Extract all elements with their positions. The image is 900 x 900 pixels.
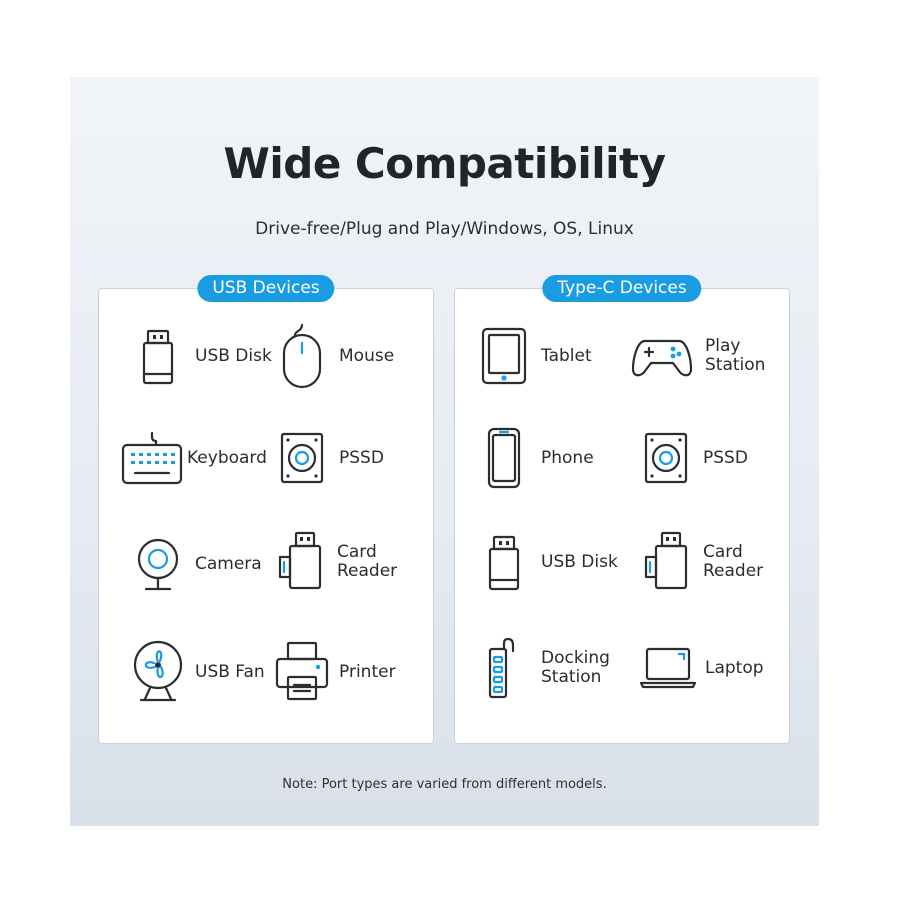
keyboard-icon: [121, 425, 183, 491]
card-reader-icon: [635, 529, 697, 595]
mouse-icon: [271, 323, 333, 389]
device-item-usb-fan: USB Fan: [127, 639, 265, 705]
device-label: PSSD: [339, 447, 384, 468]
device-item-phone: Phone: [473, 425, 594, 491]
device-label: Printer: [339, 661, 396, 682]
device-label: Phone: [541, 447, 594, 468]
printer-icon: [271, 639, 333, 705]
device-label: Camera: [195, 553, 262, 574]
device-label: Card Reader: [337, 542, 398, 581]
device-item-docking-station: Docking Station: [473, 635, 610, 701]
phone-icon: [473, 425, 535, 491]
device-item-pssd: PSSD: [271, 425, 384, 491]
device-item-mouse: Mouse: [271, 323, 394, 389]
device-label: Laptop: [705, 657, 764, 678]
device-item-usb-disk: USB Disk: [473, 529, 618, 595]
device-label: Docking Station: [541, 648, 610, 687]
fan-icon: [127, 639, 189, 705]
pssd-icon: [635, 425, 697, 491]
typec-devices-panel: Type-C Devices Tablet Play Station Phone…: [454, 275, 790, 744]
typec-devices-heading: Type-C Devices: [542, 275, 702, 302]
device-label: Tablet: [541, 345, 592, 366]
page-title: Wide Compatibility: [223, 139, 666, 188]
device-item-card-reader: Card Reader: [635, 529, 763, 595]
device-item-play-station: Play Station: [631, 323, 765, 389]
device-item-printer: Printer: [271, 639, 396, 705]
page-subtitle: Drive-free/Plug and Play/Windows, OS, Li…: [255, 219, 634, 239]
device-item-usb-disk: USB Disk: [127, 323, 272, 389]
device-label: Keyboard: [187, 447, 267, 468]
card-reader-icon: [269, 529, 331, 595]
device-item-pssd: PSSD: [635, 425, 748, 491]
device-item-tablet: Tablet: [473, 323, 592, 389]
device-item-keyboard: Keyboard: [121, 425, 267, 491]
gamepad-icon: [631, 323, 693, 389]
device-item-laptop: Laptop: [637, 635, 764, 701]
page-canvas: Wide Compatibility Drive-free/Plug and P…: [70, 77, 819, 826]
device-label: Play Station: [705, 336, 766, 375]
device-label: Card Reader: [703, 542, 764, 581]
device-item-card-reader: Card Reader: [269, 529, 397, 595]
usb-disk-icon: [127, 323, 189, 389]
tablet-icon: [473, 323, 535, 389]
device-label: Mouse: [339, 345, 395, 366]
device-label: USB Disk: [541, 551, 618, 572]
docking-station-icon: [473, 635, 535, 701]
usb-devices-panel: USB Devices USB Disk Mouse Keyboard PSSD…: [98, 275, 434, 744]
usb-devices-heading: USB Devices: [197, 275, 335, 302]
device-label: PSSD: [703, 447, 748, 468]
usb-disk-icon: [473, 529, 535, 595]
pssd-icon: [271, 425, 333, 491]
device-item-camera: Camera: [127, 531, 262, 597]
footnote: Note: Port types are varied from differe…: [282, 777, 607, 792]
camera-icon: [127, 531, 189, 597]
laptop-icon: [637, 635, 699, 701]
device-label: USB Fan: [195, 661, 265, 682]
device-label: USB Disk: [195, 345, 272, 366]
